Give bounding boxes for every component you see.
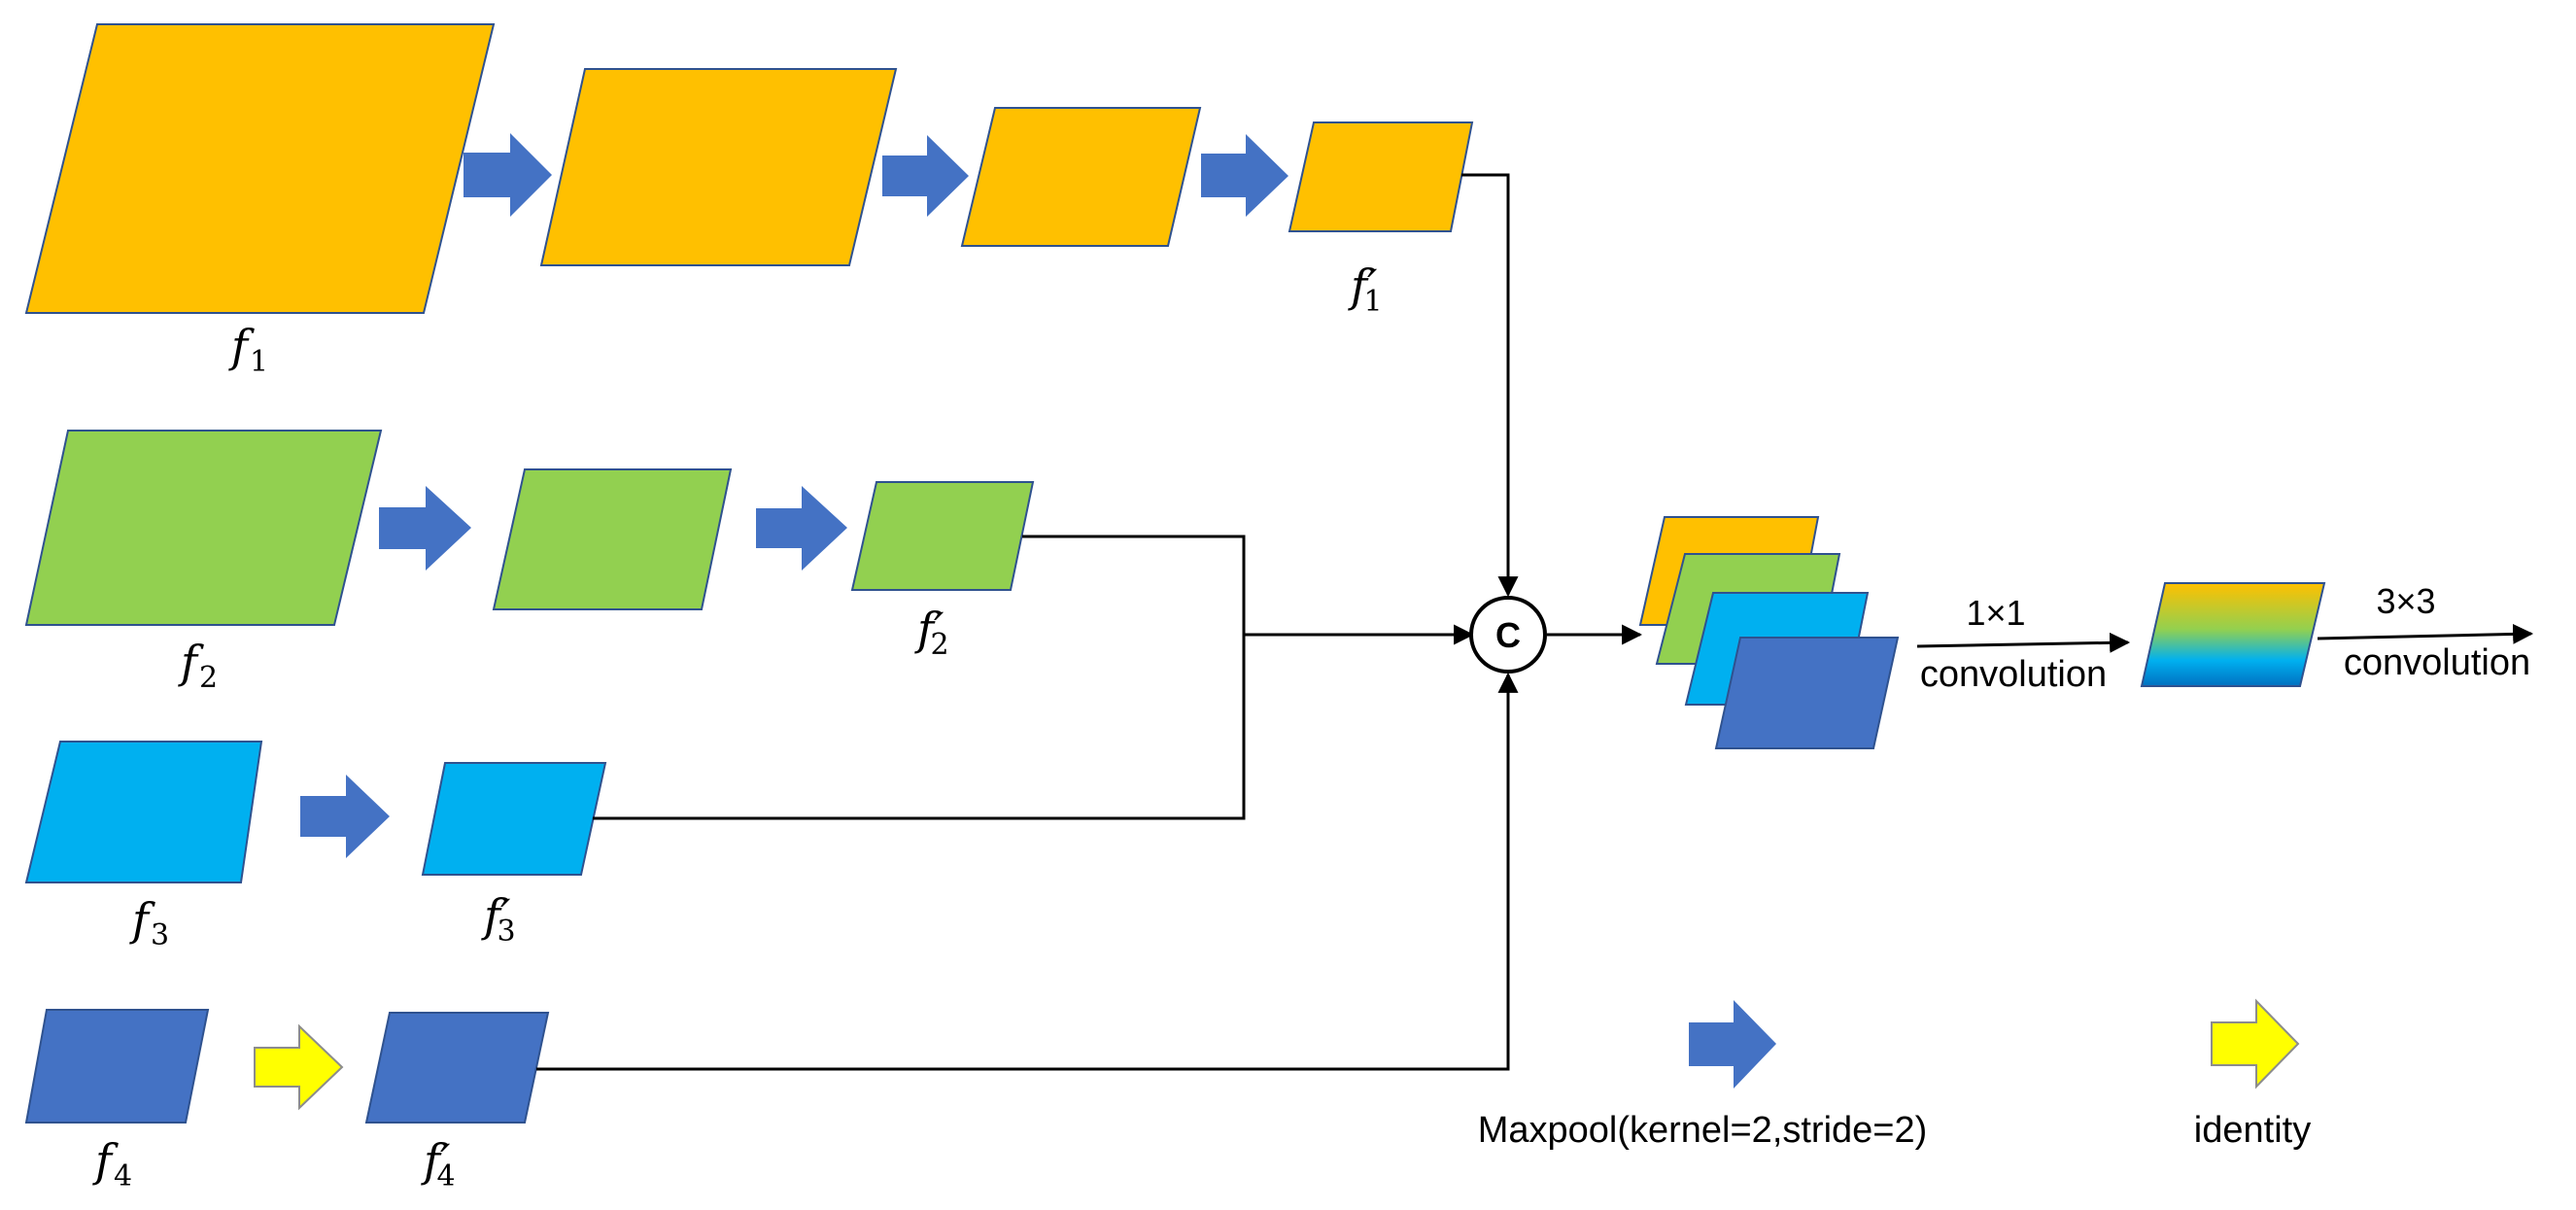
label-f4: f4 bbox=[92, 1134, 132, 1193]
maxpool-arrow-icon bbox=[756, 486, 847, 570]
f3-prime-feature-map bbox=[421, 762, 607, 876]
label-f3: f3 bbox=[129, 893, 169, 952]
label-f2: f2 bbox=[178, 636, 218, 695]
f1-pooled-2 bbox=[960, 107, 1202, 247]
f1-prime-connector bbox=[1461, 173, 1519, 598]
conv3x3-name-label: convolution bbox=[2344, 642, 2530, 683]
f3-feature-map bbox=[24, 741, 263, 883]
label-f3-prime: f′3 bbox=[481, 889, 516, 949]
label-f1-prime: f′1 bbox=[1348, 259, 1383, 319]
legend-identity-label: identity bbox=[2194, 1110, 2311, 1151]
f2-prime-connector bbox=[1022, 535, 1246, 635]
label-f1: f1 bbox=[228, 320, 268, 379]
conv1x1-arrow bbox=[1916, 632, 2131, 653]
f1-pooled-1 bbox=[539, 68, 898, 266]
maxpool-arrow-icon bbox=[464, 133, 552, 217]
f1-feature-map bbox=[24, 23, 496, 314]
f2-prime-feature-map bbox=[850, 481, 1035, 591]
identity-arrow-icon bbox=[254, 1023, 344, 1111]
conv1x1-name-label: convolution bbox=[1920, 654, 2107, 695]
conv3x3-arrow bbox=[2317, 623, 2534, 644]
legend-maxpool-icon bbox=[1689, 1000, 1776, 1089]
conv1x1-kernel-label: 1×1 bbox=[1966, 593, 2025, 633]
f3-prime-connector bbox=[593, 635, 1246, 820]
f2-feature-map bbox=[24, 430, 383, 626]
maxpool-arrow-icon bbox=[1201, 134, 1288, 217]
f4-feature-map bbox=[24, 1009, 210, 1124]
label-f2-prime: f′2 bbox=[914, 603, 949, 662]
legend-identity-icon bbox=[2211, 998, 2300, 1089]
label-f4-prime: f′4 bbox=[421, 1134, 456, 1193]
concat-symbol: C bbox=[1495, 615, 1521, 655]
f4-prime-feature-map bbox=[364, 1012, 550, 1124]
output-feature-map bbox=[2140, 582, 2326, 687]
stack-layer-blue bbox=[1714, 637, 1900, 749]
conv3x3-kernel-label: 3×3 bbox=[2376, 581, 2435, 621]
f1-prime-feature-map bbox=[1288, 121, 1474, 232]
f4-prime-connector bbox=[536, 672, 1519, 1071]
f2-pooled-1 bbox=[492, 468, 733, 610]
concat-node bbox=[1469, 596, 1547, 674]
maxpool-arrow-icon bbox=[379, 486, 471, 570]
maxpool-arrow-icon bbox=[882, 135, 969, 217]
maxpool-arrow-icon bbox=[300, 775, 390, 858]
legend-maxpool-label: Maxpool(kernel=2,stride=2) bbox=[1478, 1110, 1928, 1151]
